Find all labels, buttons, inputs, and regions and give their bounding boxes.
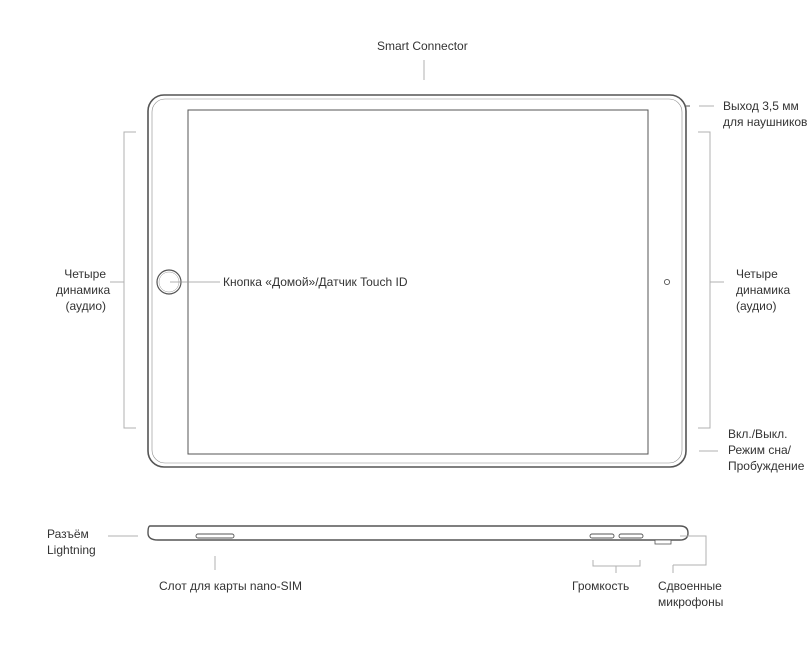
speakers-right-label-line-3: (аудио)	[736, 299, 777, 313]
front-camera	[663, 278, 671, 286]
speakers-right-label-line-1: Четыре	[736, 267, 778, 281]
ipad-front-inner-edge	[151, 98, 683, 464]
sim-tray	[195, 533, 235, 539]
home-button-label: Кнопка «Домой»/Датчик Touch ID	[223, 275, 408, 289]
microphone-leader	[673, 535, 707, 566]
microphones-label-line-1: Сдвоенные	[658, 579, 722, 593]
speakers-left-label-line-2: динамика	[56, 283, 111, 297]
volume-up-button	[618, 533, 644, 539]
ipad-screen	[187, 109, 649, 455]
speakers-right-label: Четыре динамика (аудио)	[736, 266, 790, 314]
speakers-right-label-line-2: динамика	[736, 283, 791, 297]
smart-connector-label: Smart Connector	[377, 39, 468, 53]
volume-down-button	[589, 533, 615, 539]
power-button-label-line-1: Вкл./Выкл.	[728, 427, 788, 441]
speakers-left-label-line-1: Четыре	[64, 267, 106, 281]
lightning-label: Разъём Lightning	[47, 526, 96, 558]
lightning-label-line-1: Разъём	[47, 527, 89, 541]
speakers-left-bracket	[123, 131, 136, 429]
power-button-label-line-2: Режим сна/	[728, 443, 791, 457]
speakers-left-label-line-3: (аудио)	[65, 299, 106, 313]
headphone-jack-label: Выход 3,5 мм для наушников	[723, 98, 807, 130]
volume-leader	[592, 560, 641, 567]
ipad-edge-body	[147, 525, 689, 541]
microphone-holes	[654, 539, 672, 545]
volume-label: Громкость	[572, 579, 630, 593]
microphones-label: Сдвоенные микрофоны	[658, 578, 723, 610]
power-button-label-line-3: Пробуждение	[728, 459, 805, 473]
headphone-jack-label-line-2: для наушников	[723, 115, 808, 129]
headphone-jack-label-line-1: Выход 3,5 мм	[723, 99, 799, 113]
speakers-right-bracket	[698, 131, 711, 429]
lightning-label-line-2: Lightning	[47, 543, 96, 557]
microphones-label-line-2: микрофоны	[658, 595, 724, 609]
power-button-label: Вкл./Выкл. Режим сна/ Пробуждение	[728, 426, 804, 474]
speakers-left-label: Четыре динамика (аудио)	[56, 266, 111, 314]
sim-slot-label: Слот для карты nano-SIM	[159, 579, 302, 593]
